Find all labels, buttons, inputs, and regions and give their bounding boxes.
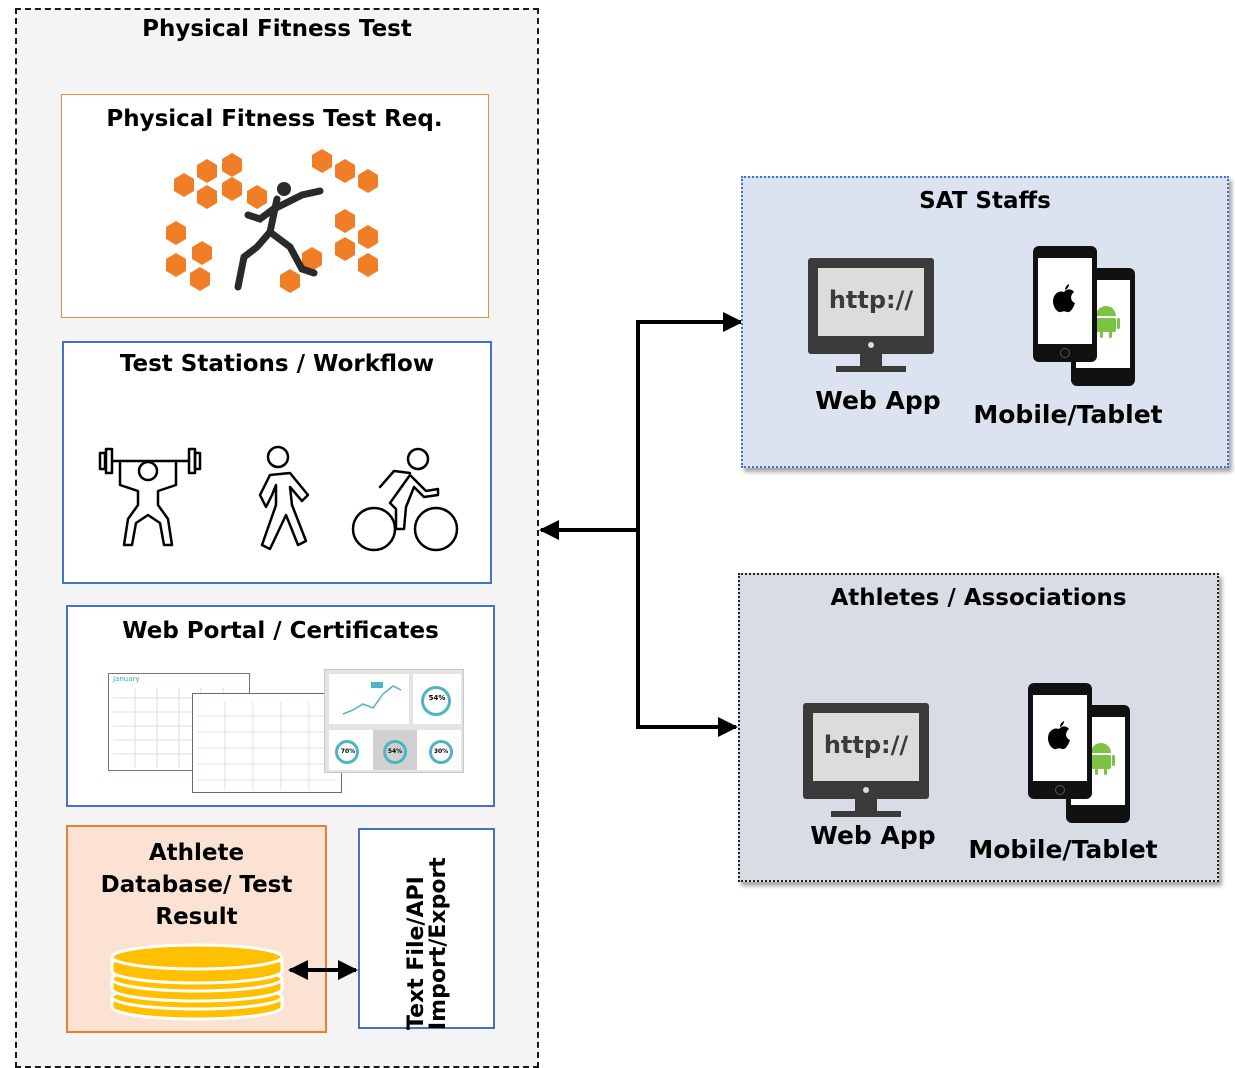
iphone (1033, 246, 1097, 362)
android-logo-icon (1092, 306, 1120, 338)
db-title-line-1: Athlete (148, 840, 245, 866)
athlete-database-card: Athlete Database/ Test Result (66, 825, 327, 1033)
iphone (1028, 683, 1092, 799)
web-app-monitor: http:// (801, 703, 931, 831)
sprinter-hexagon-infographic (166, 149, 378, 293)
mobile-devices (1033, 246, 1143, 388)
mobile-tablet-label: Mobile/Tablet (973, 400, 1163, 429)
sat-staffs-title: SAT Staffs (919, 188, 1051, 214)
android-logo-icon (1087, 743, 1115, 775)
db-title-line-2: Database/ Test (100, 872, 293, 898)
web-app-monitor: http:// (806, 258, 936, 386)
line-chart-panel (329, 674, 409, 724)
portal-card-title: Web Portal / Certificates (122, 618, 439, 644)
mobile-tablet-label: Mobile/Tablet (968, 835, 1158, 864)
gauge-value-4: 30% (433, 748, 449, 755)
sat-staffs-group: SAT Staffs http:// Web App Mobile/Tablet (741, 176, 1229, 468)
table-grid (197, 702, 337, 790)
text-file-api-card: Text File/API Import/Export (358, 828, 495, 1030)
database-icon (110, 943, 284, 1021)
db-title-line-3: Result (155, 904, 238, 930)
athletes-associations-group: Athletes / Associations http:// Web App … (738, 573, 1219, 882)
stations-card-title: Test Stations / Workflow (119, 351, 435, 377)
athletes-title: Athletes / Associations (830, 585, 1127, 611)
apple-logo-icon (1048, 721, 1070, 750)
web-app-label: Web App (810, 821, 936, 850)
calendar-month: January (113, 675, 140, 683)
web-app-label: Web App (815, 386, 941, 415)
test-stations-card: Test Stations / Workflow (62, 341, 492, 584)
fitness-req-card: Physical Fitness Test Req. (61, 94, 489, 318)
dashboard-thumbnail: January (108, 669, 464, 795)
gauge-value-1: 54% (428, 694, 446, 702)
cycling-icon (351, 447, 459, 552)
monitor-icon: http:// (803, 703, 929, 799)
monitor-icon: http:// (808, 258, 934, 354)
web-screen-text: http:// (823, 731, 909, 759)
web-portal-card: Web Portal / Certificates January (66, 605, 495, 807)
walking-icon (258, 445, 310, 551)
req-card-title: Physical Fitness Test Req. (106, 106, 443, 132)
performance-thumbnail: 54% 70% 54% 30% (324, 669, 464, 773)
gauge-value-3: 54% (387, 748, 403, 755)
gauge-panel-top: 54% (413, 674, 461, 724)
panel-title: Physical Fitness Test (142, 16, 412, 42)
trend-line (342, 682, 402, 715)
table-thumbnail (192, 693, 342, 793)
web-screen-text: http:// (828, 286, 914, 314)
apple-logo-icon (1053, 284, 1075, 313)
weightlifting-icon (98, 447, 202, 547)
gauge-row: 70% 54% 30% (329, 730, 461, 770)
gauge-value-2: 70% (340, 748, 356, 755)
staff-athlete-branch-connector (636, 320, 741, 737)
mobile-devices (1028, 683, 1138, 825)
database-card-title: Athlete Database/ Test Result (68, 837, 325, 933)
